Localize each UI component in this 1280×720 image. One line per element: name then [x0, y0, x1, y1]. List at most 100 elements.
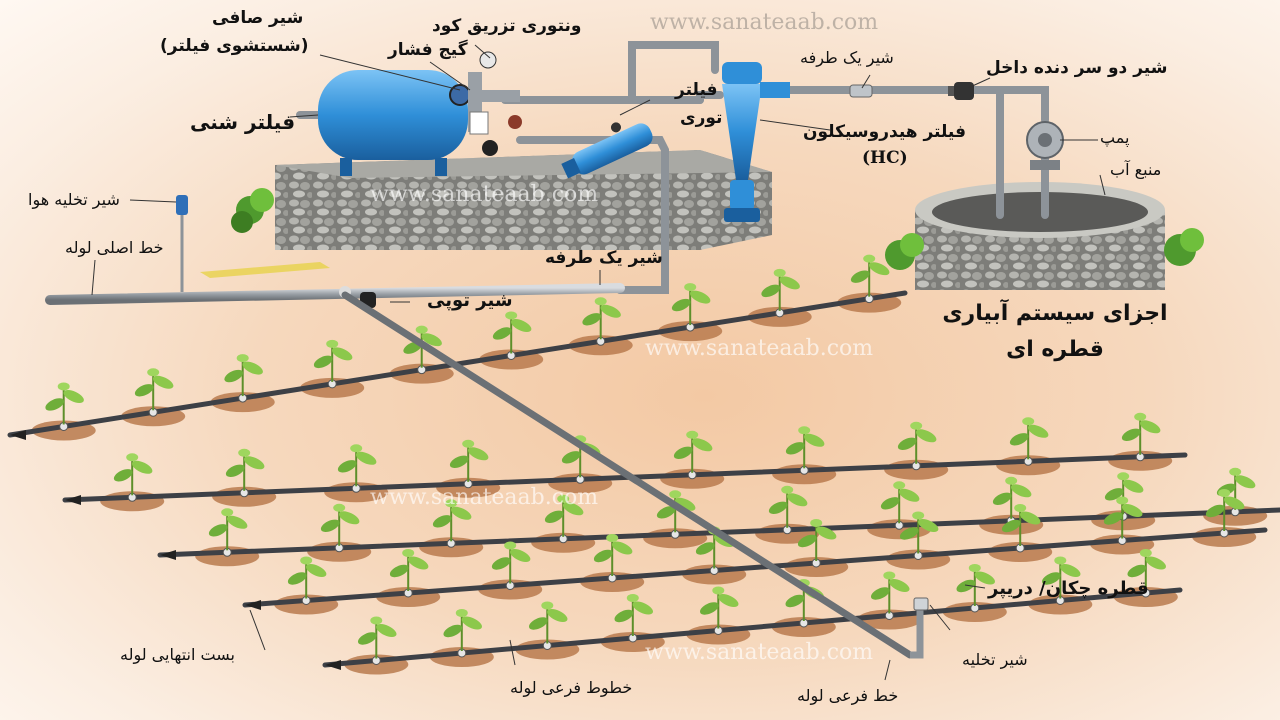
plant-leaf: [699, 602, 719, 615]
plant-leaf: [313, 355, 333, 369]
plant-leaf: [816, 526, 837, 540]
plant-leaf: [614, 609, 634, 623]
plant-leaf: [45, 398, 65, 411]
plant-leaf: [337, 460, 357, 473]
yellow-patch: [200, 262, 330, 278]
plant-leaf: [656, 506, 676, 519]
pump: [1026, 121, 1064, 170]
plant-leaf: [863, 254, 876, 263]
plant-leaf: [153, 375, 174, 389]
plant-leaf: [462, 439, 475, 448]
plant-leaf: [326, 339, 339, 348]
watermark-bottom: www.sanateaab.com: [645, 640, 874, 665]
plant-leaf: [57, 382, 70, 391]
label-sub-main: خط فرعی لوله: [797, 686, 899, 705]
plant-leaf: [491, 557, 511, 570]
lateral-line: [322, 587, 1183, 668]
bush-right-1: [885, 228, 1204, 270]
plant-leaf: [455, 609, 468, 617]
plant-leaf: [461, 616, 482, 630]
plant-leaf: [671, 298, 691, 312]
plant-leaf: [669, 490, 682, 499]
plant-leaf: [1020, 511, 1041, 525]
plant-leaf: [612, 541, 633, 555]
label-air-valve: شیر تخلیه هوا: [28, 190, 120, 209]
plant-leaf: [675, 497, 696, 511]
plant-leaf: [1028, 424, 1049, 438]
label-water-source: منبع آب: [1110, 160, 1162, 179]
plant-leaf: [1121, 428, 1141, 441]
end-cap: [10, 430, 26, 440]
plant-leaf: [357, 632, 377, 645]
plant-leaf: [244, 456, 265, 470]
plant-leaf: [761, 284, 781, 298]
plant-leaf: [356, 451, 377, 465]
bush-left: [231, 188, 274, 233]
plant-leaf: [1014, 504, 1027, 512]
plant-leaf: [132, 460, 153, 474]
plant-leaf: [350, 444, 363, 453]
label-shir-safi: شیر صافی: [212, 8, 304, 28]
plant-leaf: [547, 609, 568, 622]
plant-leaf: [992, 492, 1012, 505]
label-gauge: گیج فشار: [388, 40, 468, 60]
plant-leaf: [918, 519, 939, 532]
plant-leaf: [690, 290, 711, 304]
label-double-valve: شیر دو سر دنده داخل: [986, 58, 1168, 78]
plant-leaf: [893, 481, 906, 490]
end-cap: [325, 660, 341, 670]
plant-leaf: [889, 579, 910, 592]
label-hc: (HC): [862, 148, 908, 168]
plant-leaf: [415, 325, 428, 334]
label-screen-filter-2: توری: [680, 108, 723, 128]
plant-leaf: [332, 347, 353, 361]
label-main-line: خط اصلی لوله: [65, 238, 164, 257]
plant-leaf: [968, 564, 981, 572]
plant-leaf: [798, 426, 811, 435]
watermark-platform: www.sanateaab.com: [370, 182, 599, 207]
plant-leaf: [134, 384, 154, 397]
plant-leaf: [287, 572, 307, 585]
plant-leaf: [221, 508, 234, 517]
drain-valve: [913, 597, 929, 611]
plant-leaf: [300, 556, 313, 565]
label-venturi: ونتوری تزریق کود: [432, 16, 582, 36]
plant-leaf: [673, 446, 693, 459]
sand-filter-tank: [318, 70, 471, 176]
watermark-middle: www.sanateaab.com: [645, 336, 874, 361]
plant-leaf: [402, 549, 415, 557]
plant-leaf: [1011, 484, 1032, 498]
plant-leaf: [1123, 479, 1144, 493]
plant-leaf: [916, 429, 937, 443]
water-well: [915, 182, 1165, 290]
plant-leaf: [557, 494, 570, 503]
plant-leaf: [541, 601, 554, 610]
plant-leaf: [804, 433, 825, 447]
plant-leaf: [208, 524, 228, 537]
plant-leaf: [785, 594, 805, 608]
label-check-valve-bottom: شیر یک طرفه: [545, 248, 663, 268]
plant-leaf: [1116, 496, 1129, 505]
double-valve: [948, 82, 974, 100]
plant-leaf: [1022, 417, 1035, 426]
plant-leaf: [224, 369, 244, 383]
plant-leaf: [320, 519, 340, 532]
plant-leaf: [1134, 412, 1147, 421]
sub-main-line: [341, 291, 929, 659]
plant-leaf: [528, 617, 548, 630]
plant-leaf: [1122, 504, 1143, 517]
air-release-valve: [176, 195, 188, 292]
plant-leaf: [712, 586, 725, 595]
diagram-title-line1: اجزای سیستم آبیاری: [942, 301, 1168, 326]
plant-leaf: [869, 262, 890, 276]
plant-leaf: [376, 624, 397, 637]
plant-leaf: [899, 488, 920, 502]
plant-leaf: [238, 448, 251, 457]
plant-leaf: [561, 451, 581, 464]
plant-leaf: [1001, 519, 1021, 533]
plant-leaf: [684, 283, 697, 292]
plant-leaf: [1224, 496, 1245, 510]
plant-leaf: [451, 506, 472, 520]
plant-leaf: [126, 453, 139, 462]
venturi-injector: [468, 51, 522, 156]
